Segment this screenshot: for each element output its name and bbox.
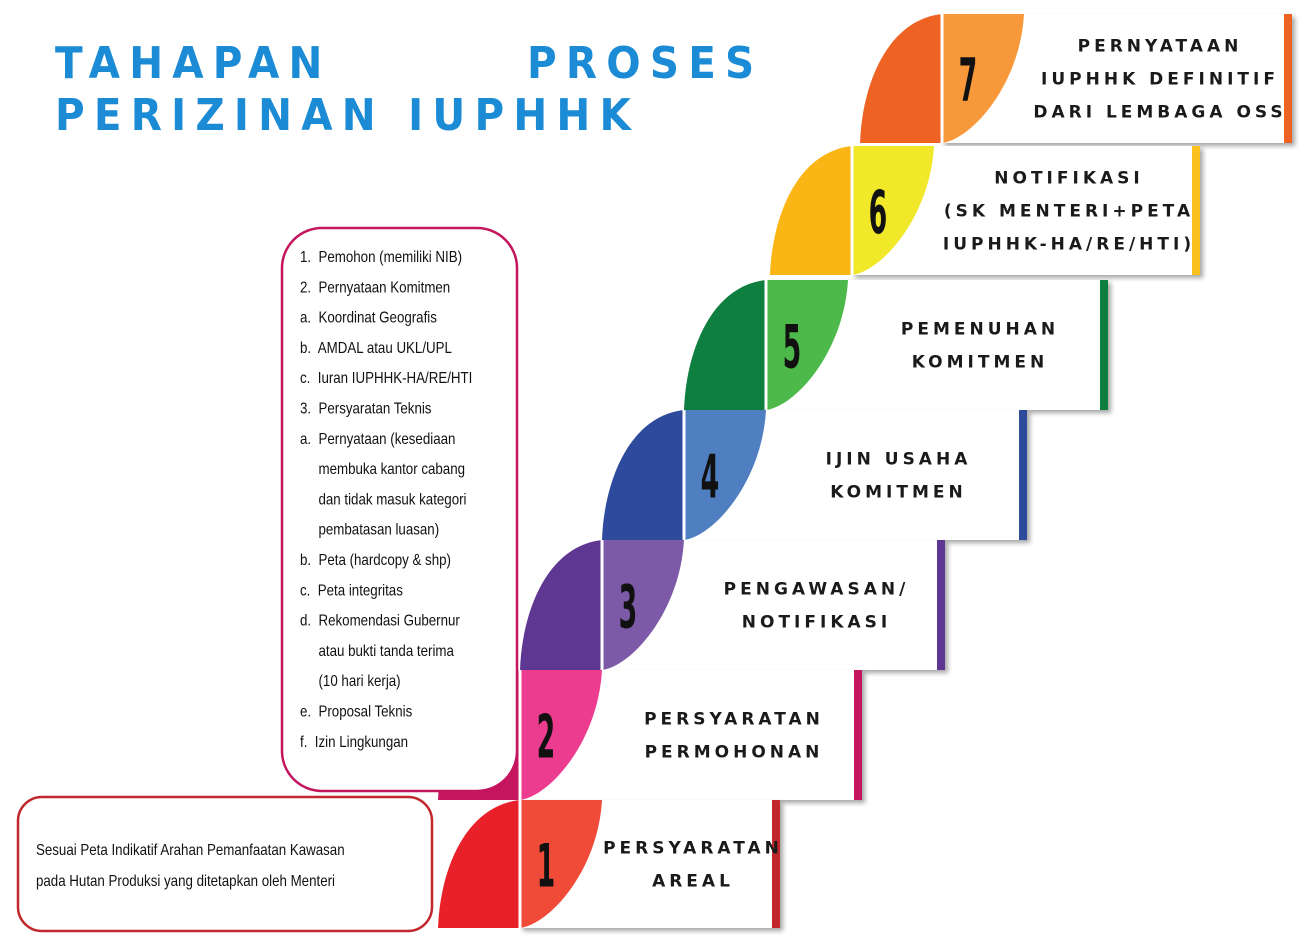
step-6-edge-bar	[1192, 146, 1200, 275]
step-6: 6 NOTIFIKASI (SK MENTERI+PETA IUPHHK-HA/RE/…	[770, 146, 1200, 275]
step-5-edge-bar	[1100, 280, 1108, 410]
step-2-label-line: PERMOHONAN	[645, 743, 824, 763]
requirements-note-line: a. Pernyataan (kesediaan	[300, 431, 455, 448]
step-6-leaf-right	[852, 146, 934, 275]
area-note-line: pada Hutan Produksi yang ditetapkan oleh…	[36, 873, 335, 890]
step-2-label-line: PERSYARATAN	[644, 710, 824, 730]
step-1-label-line: PERSYARATAN	[603, 839, 783, 859]
step-3-label-line: PENGAWASAN/	[724, 580, 910, 600]
step-1-edge-bar	[772, 800, 780, 928]
step-3-edge-bar	[937, 540, 945, 670]
requirements-note-line: b. Peta (hardcopy & shp)	[300, 552, 451, 569]
step-7-label-line: DARI LEMBAGA OSS	[1033, 103, 1286, 123]
requirements-note-line: 1. Pemohon (memiliki NIB)	[300, 249, 462, 266]
step-6-number: 6	[869, 179, 888, 249]
step-5-leaf-left	[684, 280, 766, 410]
area-note: Sesuai Peta Indikatif Arahan Pemanfaatan…	[16, 795, 434, 933]
step-1: 1 PERSYARATAN AREAL	[438, 800, 783, 928]
step-4-leaf-left	[602, 410, 684, 540]
page-title: TAHAPAN PROSES PERIZINAN IUPHHK	[55, 38, 764, 141]
step-7-number: 7	[959, 47, 978, 117]
step-2-edge-bar	[854, 670, 862, 800]
requirements-note-line: b. AMDAL atau UKL/UPL	[300, 340, 452, 357]
step-4-edge-bar	[1019, 410, 1027, 540]
requirements-note-line: (10 hari kerja)	[300, 673, 401, 690]
requirements-note-line: membuka kantor cabang	[300, 461, 465, 478]
step-5-leaf-right	[766, 280, 848, 410]
step-7-leaf-left	[860, 14, 942, 143]
step-7: 7 PERNYATAAN IUPHHK DEFINITIF DARI LEMBAGA …	[860, 14, 1292, 143]
requirements-note-line: 2. Pernyataan Komitmen	[300, 279, 450, 296]
requirements-note-line: d. Rekomendasi Gubernur	[300, 613, 460, 630]
step-3-leaf-right	[602, 540, 684, 670]
step-4: 4 IJIN USAHA KOMITMEN	[602, 410, 1027, 540]
step-5: 5 PEMENUHAN KOMITMEN	[684, 280, 1108, 410]
area-note-line: Sesuai Peta Indikatif Arahan Pemanfaatan…	[36, 842, 345, 859]
step-1-leaf-left	[438, 800, 520, 928]
requirements-note-line: a. Koordinat Geografis	[300, 310, 437, 327]
requirements-note-line: pembatasan luasan)	[300, 522, 439, 539]
step-4-leaf-right	[684, 410, 766, 540]
step-2-leaf-right	[520, 670, 602, 800]
requirements-note-line: c. Peta integritas	[300, 582, 403, 599]
step-1-label-line: AREAL	[652, 872, 734, 892]
requirements-note-line: c. Iuran IUPHHK-HA/RE/HTI	[300, 370, 472, 387]
requirements-note-line: dan tidak masuk kategori	[300, 492, 467, 509]
step-4-label-line: IJIN USAHA	[826, 450, 972, 470]
requirements-note-frame	[280, 226, 519, 793]
requirements-note: 1. Pemohon (memiliki NIB) 2. Pernyataan K…	[280, 226, 519, 793]
step-6-label-line: IUPHHK-HA/RE/HTI)	[943, 235, 1195, 255]
step-3-label-line: NOTIFIKASI	[742, 613, 891, 633]
step-1-number: 1	[537, 832, 556, 902]
step-3: 3 PENGAWASAN/NOTIFIKASI	[520, 540, 945, 670]
step-7-label-line: PERNYATAAN	[1078, 37, 1243, 57]
step-6-leaf-left	[770, 146, 852, 275]
step-2-number: 2	[537, 703, 556, 773]
step-4-number: 4	[701, 443, 720, 513]
step-1-leaf-right	[520, 800, 602, 928]
requirements-note-line: e. Proposal Teknis	[300, 704, 412, 721]
step-3-number: 3	[619, 573, 638, 643]
step-5-label-line: PEMENUHAN	[901, 320, 1059, 340]
step-7-label-line: IUPHHK DEFINITIF	[1041, 70, 1279, 90]
area-note-frame	[16, 795, 434, 933]
requirements-note-line: f. Izin Lingkungan	[300, 734, 408, 751]
step-7-leaf-right	[942, 14, 1024, 143]
step-6-label-line: NOTIFIKASI	[994, 169, 1143, 189]
step-5-number: 5	[783, 313, 802, 383]
steps-layer: 7 PERNYATAAN IUPHHK DEFINITIF DARI LEMBAGA …	[438, 14, 1292, 928]
step-5-label-line: KOMITMEN	[912, 353, 1048, 373]
step-7-edge-bar	[1284, 14, 1292, 143]
notes-layer: 1. Pemohon (memiliki NIB) 2. Pernyataan K…	[16, 226, 519, 933]
requirements-note-line: atau bukti tanda terima	[300, 643, 455, 660]
step-3-leaf-left	[520, 540, 602, 670]
step-6-label-line: (SK MENTERI+PETA	[944, 202, 1194, 222]
step-4-label-line: KOMITMEN	[830, 483, 966, 503]
requirements-note-line: 3. Persyaratan Teknis	[300, 401, 431, 418]
